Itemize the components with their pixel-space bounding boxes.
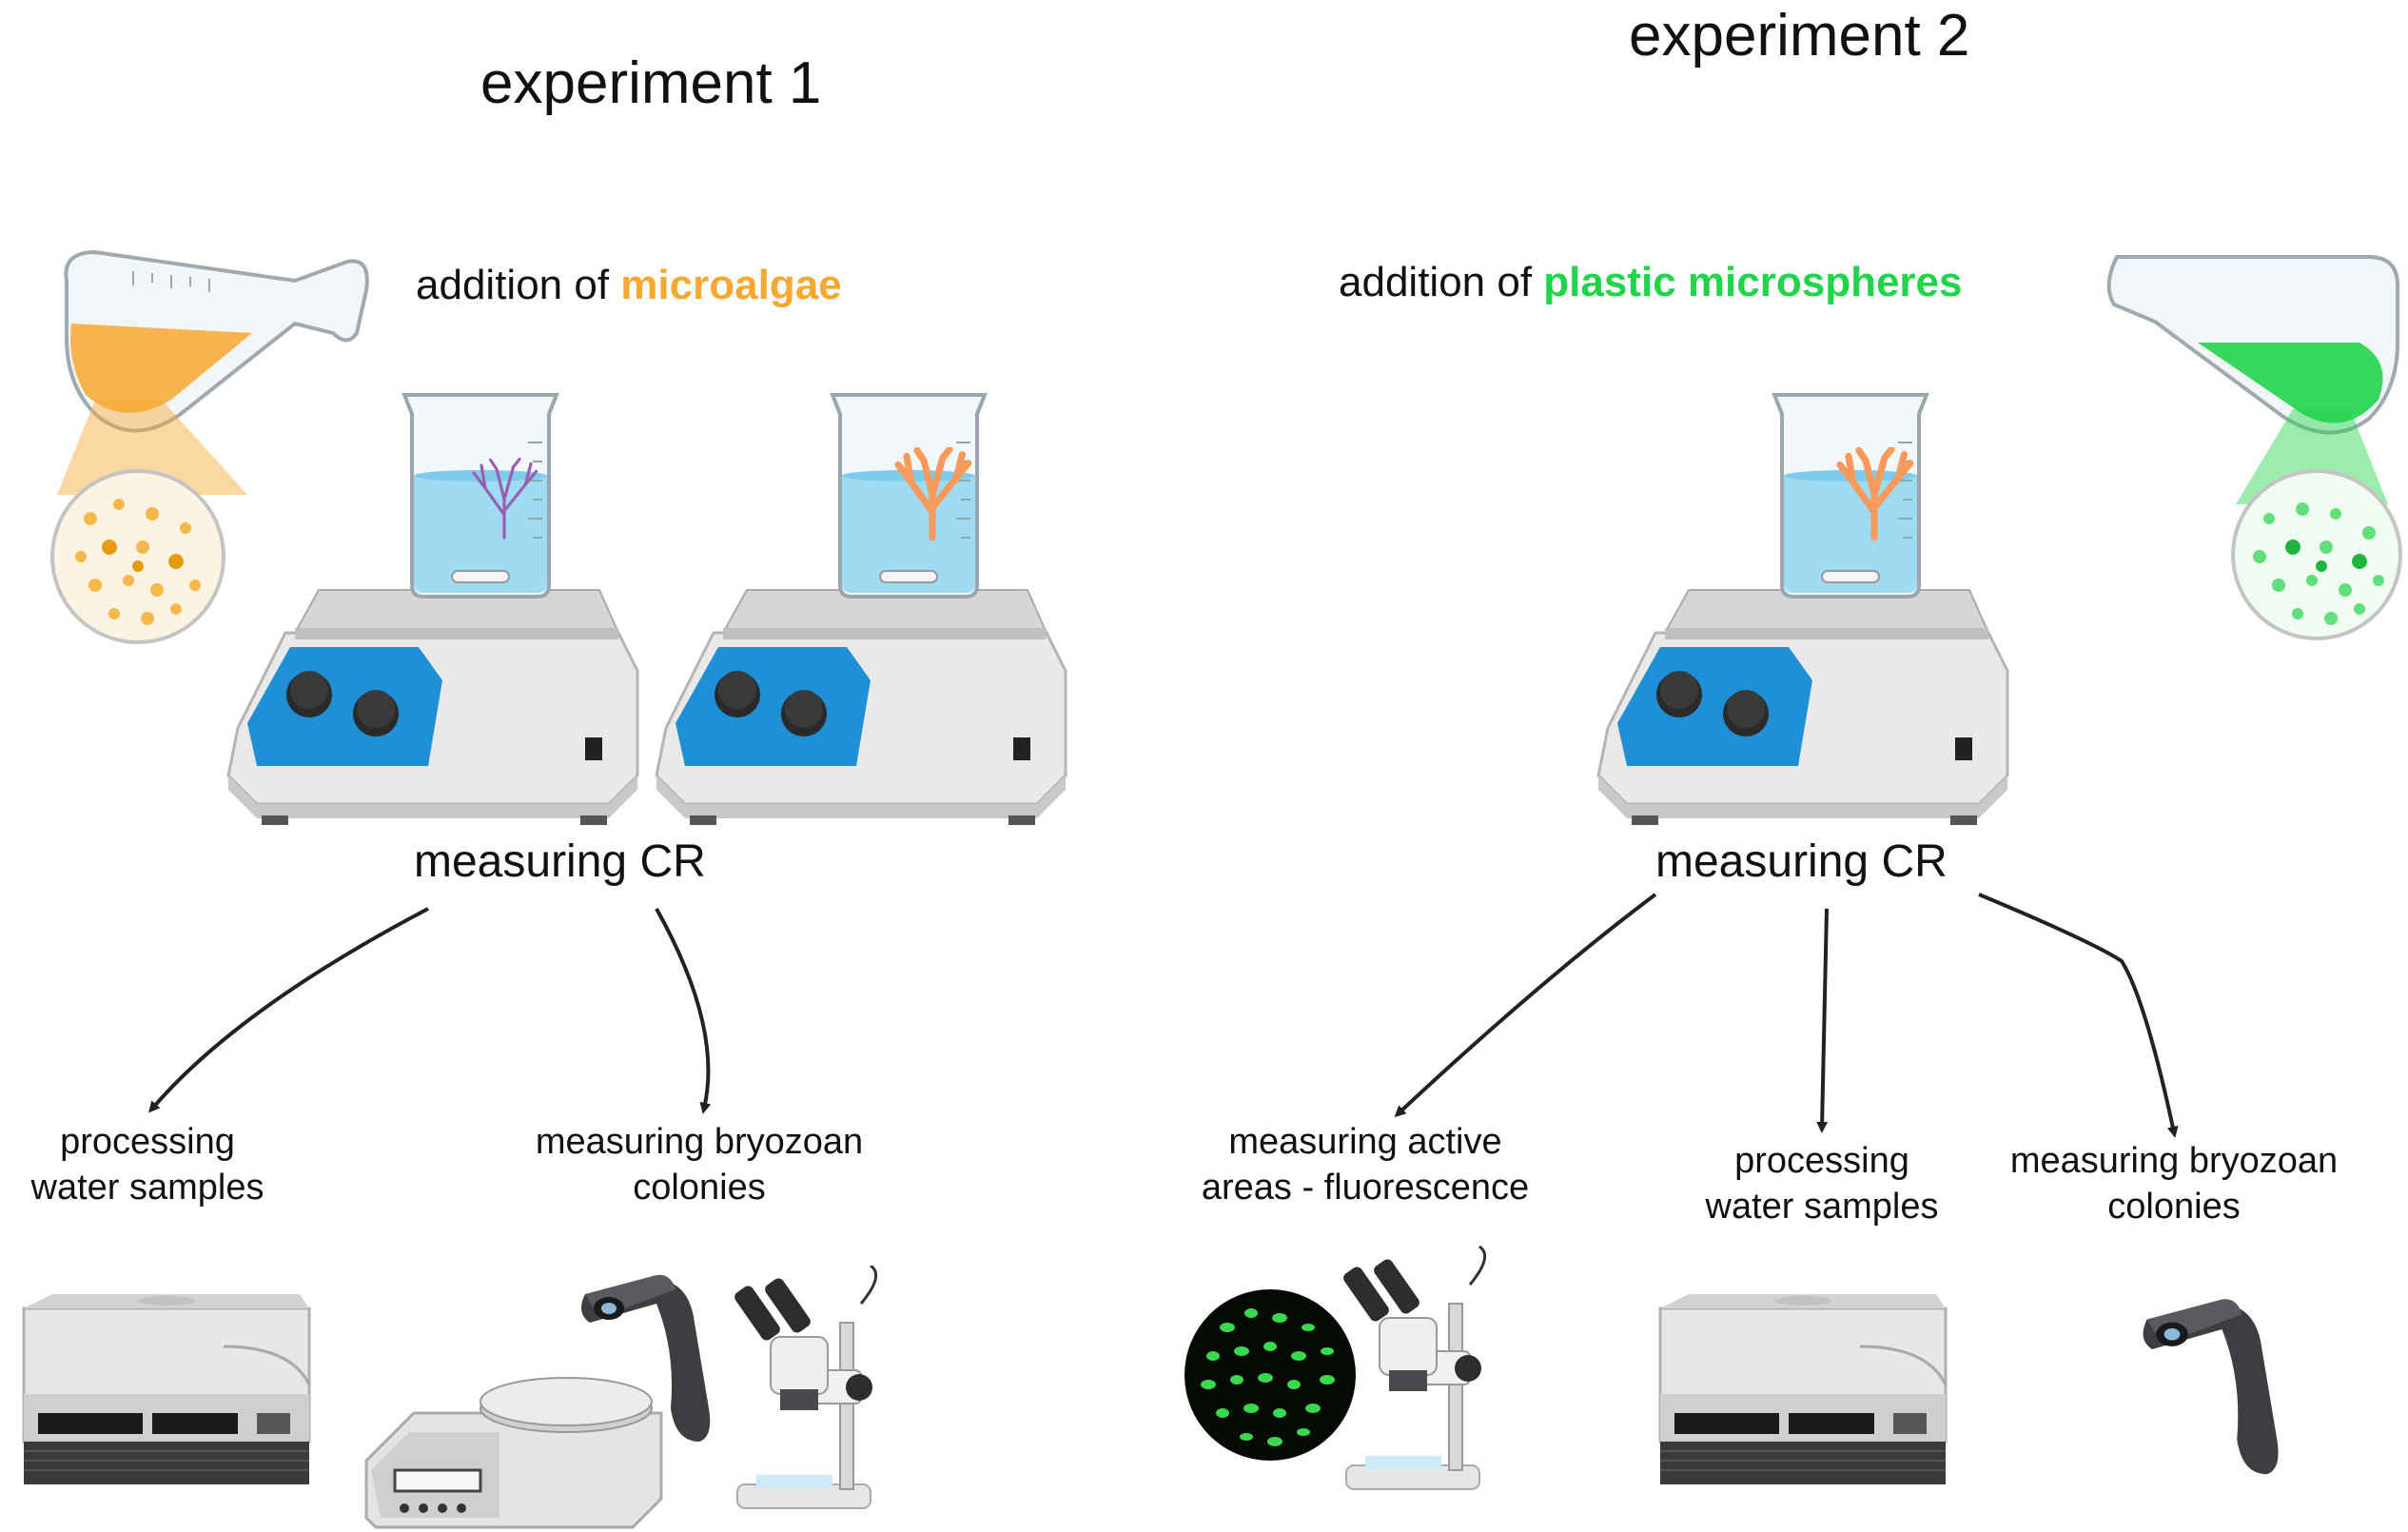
hotplate-stirrer-3 <box>1596 393 2009 827</box>
exp2-step-measuring-active-areas: measuring active areas - fluorescence <box>1175 1119 1556 1210</box>
microspheres-flask-shape <box>2106 255 2399 435</box>
step-line: processing <box>1734 1141 1909 1181</box>
experiment-2-title: experiment 2 <box>1629 3 1970 69</box>
fluorescence-image-circle <box>1184 1289 1356 1461</box>
step-line: measuring bryozoan <box>535 1122 864 1162</box>
balance <box>364 1376 663 1529</box>
arrow-exp2-left <box>1394 893 1657 1118</box>
exp1-step-measuring-bryozoan: measuring bryozoan colonies <box>509 1119 890 1210</box>
stereo-microscope-1 <box>731 1266 878 1510</box>
experiment-2-measuring-cr: measuring CR <box>1655 836 1948 887</box>
step-line: colonies <box>633 1168 766 1208</box>
exp2-step-measuring-bryozoan: measuring bryozoan colonies <box>1984 1138 2364 1229</box>
hotplate-stirrer-1 <box>226 393 639 827</box>
hotplate-stirrer-2 <box>655 393 1067 827</box>
exp1-step-processing-water: processing water samples <box>10 1119 285 1210</box>
step-line: water samples <box>30 1168 264 1208</box>
microalgae-magnified-circle <box>50 400 247 644</box>
experiment-1-addition-label: addition of microalgae <box>416 262 842 309</box>
handheld-scanner-2 <box>2143 1299 2279 1475</box>
experiment-1-measuring-cr: measuring CR <box>414 836 706 887</box>
arrow-exp2-right <box>1978 893 2179 1138</box>
plastic-microspheres-label: plastic microspheres <box>1543 259 1963 305</box>
microalgae-label: microalgae <box>620 262 842 308</box>
addition-prefix: addition of <box>1339 259 1533 305</box>
addition-prefix: addition of <box>416 262 610 308</box>
microalgae-flask <box>64 250 369 433</box>
step-line: measuring active <box>1228 1122 1502 1162</box>
instrument-box-1 <box>22 1292 311 1486</box>
microspheres-magnified-circle <box>2231 409 2402 640</box>
step-line: colonies <box>2107 1187 2241 1227</box>
experiment-1-title: experiment 1 <box>480 50 822 116</box>
step-line: water samples <box>1705 1187 1939 1227</box>
arrow-exp2-middle <box>1816 908 1829 1133</box>
arrow-exp1-right <box>655 908 712 1114</box>
step-line: measuring bryozoan <box>2009 1141 2339 1181</box>
step-line: processing <box>60 1122 235 1162</box>
instrument-box-2 <box>1658 1292 1948 1486</box>
arrow-exp1-left <box>148 907 429 1113</box>
stereo-microscope-2 <box>1340 1245 1487 1491</box>
experiment-2-addition-label: addition of plastic microspheres <box>1339 259 1963 306</box>
exp2-step-processing-water: processing water samples <box>1684 1138 1960 1229</box>
step-line: areas - fluorescence <box>1201 1168 1530 1208</box>
